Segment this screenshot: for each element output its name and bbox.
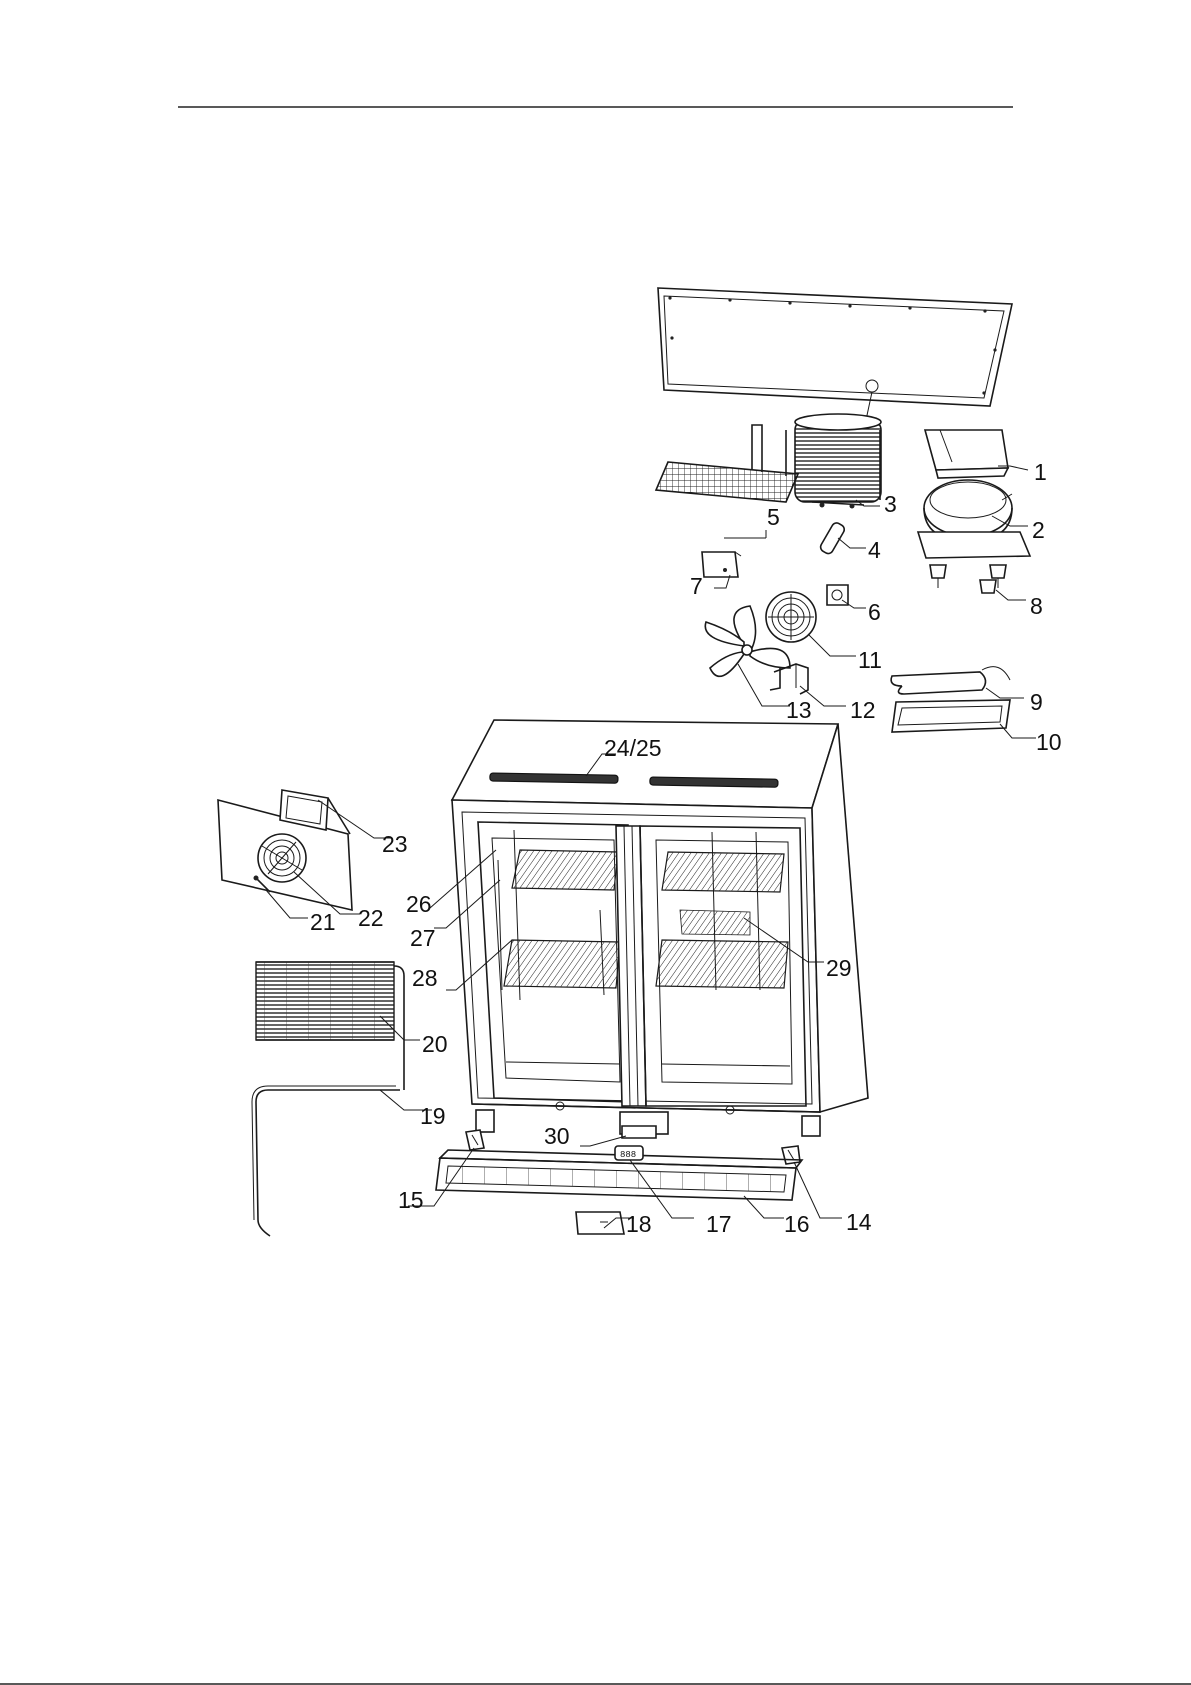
callout-27: 27 bbox=[410, 925, 436, 951]
part-9-heater-tube bbox=[891, 667, 1010, 694]
callout-24-25: 24/25 bbox=[604, 735, 662, 761]
callout-30: 30 bbox=[544, 1123, 570, 1149]
callout-7: 7 bbox=[690, 573, 703, 599]
part-18-control-box bbox=[576, 1212, 624, 1234]
callout-11: 11 bbox=[858, 647, 882, 673]
top-cover-panel bbox=[658, 288, 1012, 420]
callout-21: 21 bbox=[310, 909, 336, 935]
callout-19: 19 bbox=[420, 1103, 446, 1129]
part-4-filter-drier bbox=[819, 521, 846, 555]
callout-10: 10 bbox=[1036, 729, 1062, 755]
callout-16: 16 bbox=[784, 1211, 810, 1237]
part-20-condenser bbox=[256, 962, 404, 1090]
part-3-coil bbox=[795, 414, 881, 509]
callout-18: 18 bbox=[626, 1211, 652, 1237]
part-22-fan-guard bbox=[258, 834, 306, 882]
callout-14: 14 bbox=[846, 1209, 872, 1235]
part-8-rubber-feet bbox=[930, 565, 1006, 593]
part-10-drip-tray bbox=[892, 700, 1010, 732]
callout-9: 9 bbox=[1030, 689, 1043, 715]
callout-20: 20 bbox=[422, 1031, 448, 1057]
callout-5: 5 bbox=[767, 504, 780, 530]
callout-15: 15 bbox=[398, 1187, 424, 1213]
callout-12: 12 bbox=[850, 697, 876, 723]
callout-26: 26 bbox=[406, 891, 432, 917]
callout-2: 2 bbox=[1032, 517, 1045, 543]
callout-1: 1 bbox=[1034, 459, 1047, 485]
display-readout: 888 bbox=[620, 1150, 636, 1160]
callout-23: 23 bbox=[382, 831, 408, 857]
part-30-bottom-bracket bbox=[622, 1126, 656, 1138]
callout-3: 3 bbox=[884, 491, 897, 517]
callout-28: 28 bbox=[412, 965, 438, 991]
part-15-left-bracket bbox=[466, 1130, 484, 1150]
part-7-relay-box bbox=[702, 552, 741, 577]
callout-8: 8 bbox=[1030, 593, 1043, 619]
part-2-compressor bbox=[918, 480, 1030, 558]
part-17-display-panel: 888 bbox=[615, 1146, 643, 1160]
callout-29: 29 bbox=[826, 955, 852, 981]
callout-13: 13 bbox=[786, 697, 812, 723]
callout-4: 4 bbox=[868, 537, 881, 563]
callout-22: 22 bbox=[358, 905, 384, 931]
part-1-tray bbox=[925, 430, 1008, 478]
part-19-pipe bbox=[252, 1086, 400, 1236]
callout-6: 6 bbox=[868, 599, 881, 625]
part-14-right-bracket bbox=[782, 1146, 800, 1164]
callout-17: 17 bbox=[706, 1211, 732, 1237]
cabinet-body bbox=[452, 720, 868, 1136]
